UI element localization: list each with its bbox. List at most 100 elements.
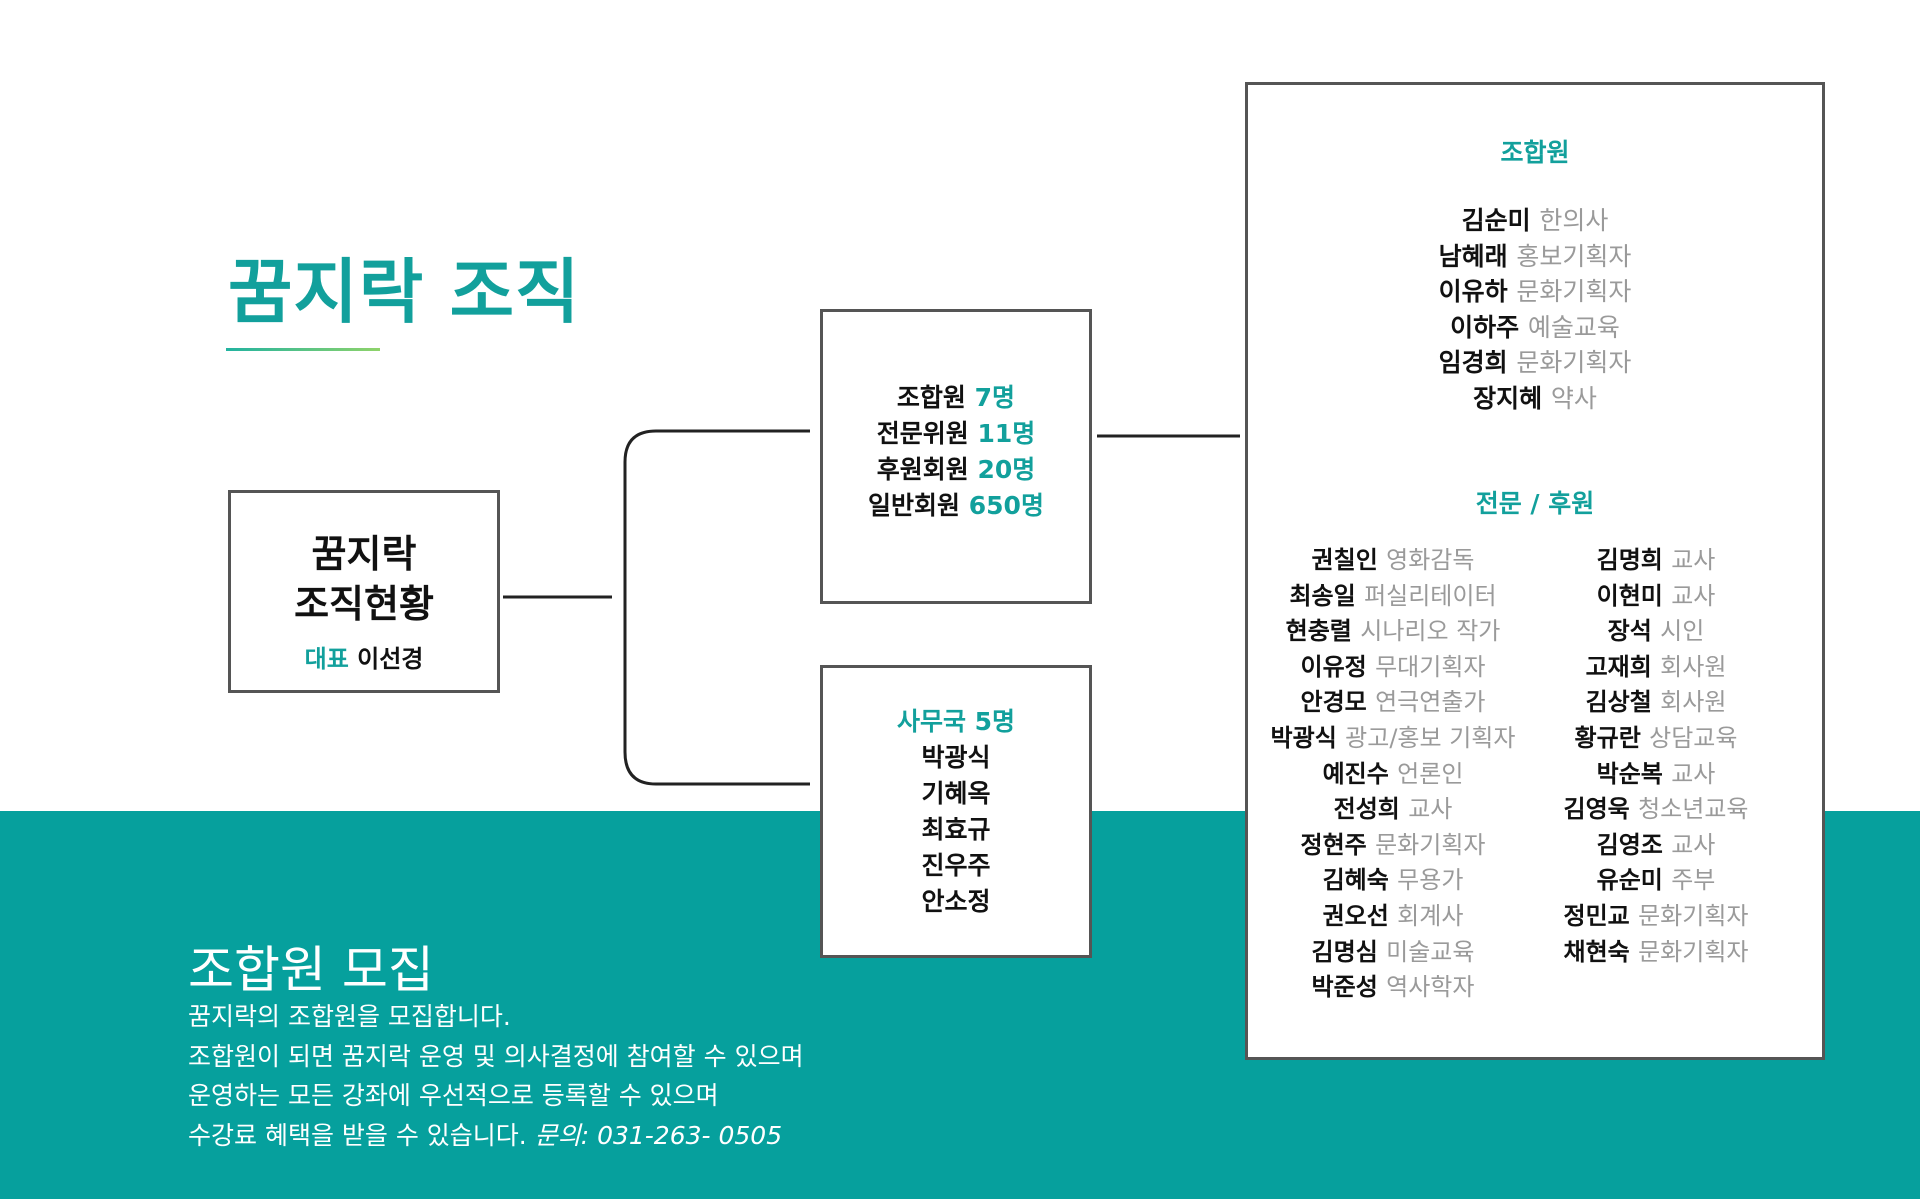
member-row: 박광식 광고/홍보 기획자 (1248, 721, 1538, 757)
branch-bracket (623, 429, 672, 786)
stat-supporter: 후원회원 20명 (876, 455, 1036, 484)
member-role: 교사 (1408, 795, 1453, 824)
member-role: 교사 (1671, 759, 1716, 788)
member-role: 문화기획자 (1638, 937, 1749, 966)
member-row: 안경모 연극연출가 (1248, 685, 1538, 721)
office-box: 사무국 5명 박광식 기혜옥 최효규 진우주 안소정 (820, 665, 1092, 958)
member-row: 김영조 교사 (1511, 828, 1801, 864)
recruit-body: 꿈지락의 조합원을 모집합니다. 조합원이 되면 꿈지락 운영 및 의사결정에 … (188, 997, 804, 1155)
office-member: 박광식 (921, 743, 991, 772)
member-name: 황규란 (1574, 723, 1641, 752)
recruit-line: 운영하는 모든 강좌에 우선적으로 등록할 수 있으며 (188, 1081, 719, 1110)
member-row: 임경희 문화기획자 (1248, 345, 1822, 381)
member-row: 이현미 교사 (1511, 579, 1801, 615)
recruit-line: 조합원이 되면 꿈지락 운영 및 의사결정에 참여할 수 있으며 (188, 1041, 804, 1071)
stat-union: 조합원 7명 (896, 383, 1016, 412)
member-role: 언론인 (1397, 759, 1464, 788)
member-name: 김상철 (1585, 688, 1652, 717)
office-member: 최효규 (921, 815, 991, 844)
recruit-contact: 문의: 031-263- 0505 (534, 1120, 783, 1150)
member-name: 이유정 (1300, 652, 1367, 681)
hq-name: 꿈지락 조직현황 (294, 532, 434, 626)
member-name: 정민교 (1563, 901, 1630, 930)
member-role: 문화기획자 (1516, 348, 1632, 378)
member-name: 채현숙 (1563, 937, 1630, 966)
member-row: 장석 시인 (1511, 614, 1801, 650)
member-row: 이유하 문화기획자 (1248, 274, 1822, 310)
stat-expert: 전문위원 11명 (876, 419, 1036, 448)
office-member: 진우주 (921, 851, 991, 880)
member-role: 무대기획자 (1375, 652, 1486, 681)
member-name: 김혜숙 (1322, 866, 1389, 895)
member-role: 교사 (1671, 581, 1716, 610)
member-name: 남혜래 (1438, 241, 1508, 271)
member-role: 영화감독 (1386, 546, 1475, 574)
member-role: 상담교육 (1649, 723, 1738, 752)
member-role: 회계사 (1397, 901, 1464, 930)
member-role: 문화기획자 (1638, 901, 1749, 930)
member-row: 고재희 회사원 (1511, 650, 1801, 686)
member-name: 예진수 (1322, 759, 1389, 788)
member-role: 미술교육 (1386, 937, 1475, 966)
member-name: 권오선 (1322, 901, 1389, 930)
member-row: 채현숙 문화기획자 (1511, 935, 1801, 971)
rep-name: 이선경 (357, 645, 424, 673)
member-name: 이현미 (1596, 581, 1663, 610)
member-row: 예진수 언론인 (1248, 757, 1538, 793)
member-role: 문화기획자 (1375, 830, 1486, 859)
member-row: 최송일 퍼실리테이터 (1248, 579, 1538, 615)
member-row: 이유정 무대기획자 (1248, 650, 1538, 686)
office-member: 안소정 (921, 887, 991, 916)
member-name: 권칠인 (1311, 546, 1378, 574)
union-members-title: 조합원 (1500, 138, 1570, 167)
member-row: 현충렬 시나리오 작가 (1248, 614, 1538, 650)
member-row: 장지혜 약사 (1248, 381, 1822, 417)
member-role: 교사 (1671, 546, 1716, 574)
member-name: 박광식 (1270, 723, 1337, 752)
member-row: 남혜래 홍보기획자 (1248, 239, 1822, 275)
member-name: 유순미 (1596, 866, 1663, 895)
office-title: 사무국 5명 (896, 707, 1016, 736)
member-name: 전성희 (1333, 795, 1400, 824)
member-name: 이하주 (1450, 312, 1520, 342)
office-member: 기혜옥 (921, 779, 991, 808)
member-name: 김명희 (1596, 546, 1663, 574)
member-row: 김영욱 청소년교육 (1511, 792, 1801, 828)
rep-label: 대표 (304, 645, 349, 673)
member-row: 박준성 역사학자 (1248, 970, 1538, 1006)
member-row: 권칠인 영화감독 (1248, 543, 1538, 579)
member-row: 정민교 문화기획자 (1511, 899, 1801, 935)
member-role: 약사 (1550, 383, 1597, 413)
member-row: 김상철 회사원 (1511, 685, 1801, 721)
hq-representative: 대표 이선경 (231, 639, 497, 674)
recruit-title: 조합원 모집 (188, 941, 434, 999)
recruit-line: 꿈지락의 조합원을 모집합니다. (188, 1002, 511, 1031)
page-title: 꿈지락 조직 (228, 251, 581, 333)
member-role: 퍼실리테이터 (1364, 581, 1497, 610)
member-row: 황규란 상담교육 (1511, 721, 1801, 757)
member-role: 홍보기획자 (1516, 241, 1632, 271)
member-name: 김영조 (1596, 830, 1663, 859)
member-name: 최송일 (1289, 581, 1356, 610)
member-role: 시나리오 작가 (1360, 617, 1501, 646)
member-row: 전성희 교사 (1248, 792, 1538, 828)
member-name: 장석 (1607, 617, 1652, 646)
member-row: 김순미 한의사 (1248, 203, 1822, 239)
member-role: 역사학자 (1386, 973, 1475, 1002)
experts-title: 전문 / 후원 (1475, 489, 1595, 518)
member-role: 문화기획자 (1516, 277, 1632, 307)
member-role: 회사원 (1660, 652, 1727, 681)
member-role: 한의사 (1539, 206, 1609, 235)
member-name: 현충렬 (1285, 617, 1352, 646)
member-name: 김명심 (1311, 937, 1378, 966)
member-role: 예술교육 (1527, 312, 1620, 342)
member-role: 광고/홍보 기획자 (1345, 723, 1516, 752)
title-underline (226, 348, 380, 351)
member-role: 연극연출가 (1375, 688, 1486, 717)
member-role: 주부 (1671, 866, 1716, 895)
